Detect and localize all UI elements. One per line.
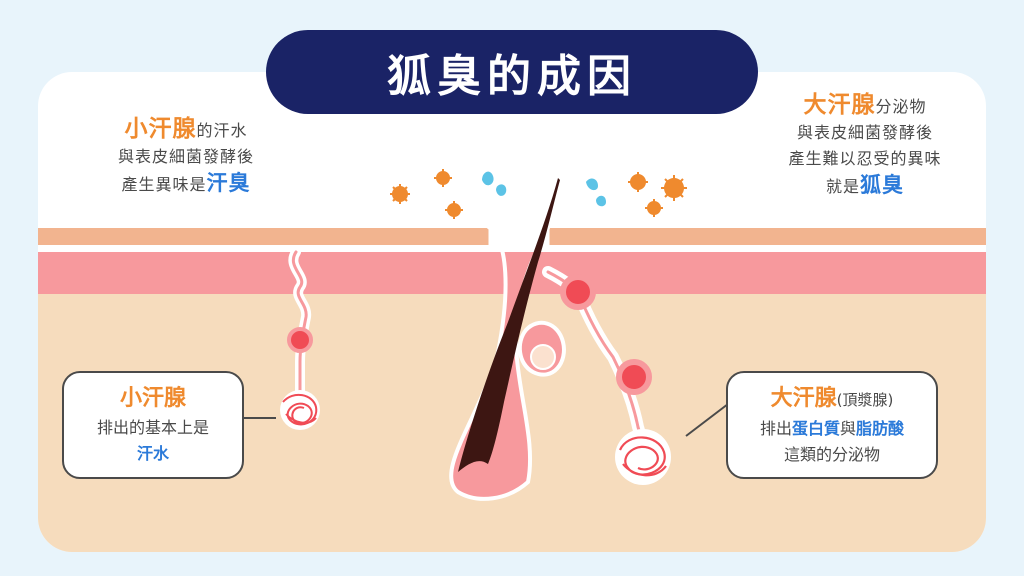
eccrine-gland-coil [280,390,320,430]
apocrine-caption-line2: 與表皮細菌發酵後 [796,123,933,142]
eccrine-box-line1: 排出的基本上是 [96,418,209,437]
apocrine-box-title: 大汗腺 [770,386,837,411]
apocrine-box-title-row: 大汗腺(頂漿腺) [728,383,936,416]
apocrine-box-title-note: (頂漿腺) [836,391,894,409]
apocrine-caption: 大汗腺分泌物 與表皮細菌發酵後 產生難以忍受的異味 就是狐臭 [750,92,980,200]
apocrine-box-line2: 這類的分泌物 [783,445,880,464]
sebaceous-core [530,344,556,370]
bacteria-spikes [390,169,687,219]
apocrine-caption-line4-prefix: 就是 [825,177,860,196]
eccrine-caption-line2: 與表皮細菌發酵後 [117,147,254,166]
apocrine-caption-line3: 產生難以忍受的異味 [788,149,942,168]
eccrine-caption-rest: 的汗水 [196,121,248,140]
page-title: 狐臭的成因 [266,30,758,114]
sweat-drop-icon [482,171,606,207]
apocrine-caption-highlight: 大汗腺 [803,92,876,118]
eccrine-gland-node [287,327,313,353]
eccrine-caption: 小汗腺的汗水 與表皮細菌發酵後 產生異味是汗臭 [76,116,296,198]
apocrine-gland-coil [615,429,671,485]
apocrine-box-mid: 與 [840,419,857,438]
apocrine-gland-node-1 [560,274,596,310]
hair-shaft [458,178,560,472]
apocrine-box-line1: 排出蛋白質與脂肪酸 [728,416,936,442]
apocrine-caption-rest: 分泌物 [875,97,927,116]
apocrine-box-hl1: 蛋白質 [791,419,840,438]
eccrine-box-line2: 汗水 [136,444,169,463]
apocrine-gland-node-2 [616,359,652,395]
eccrine-caption-line3-highlight: 汗臭 [206,171,251,195]
eccrine-box-title: 小汗腺 [119,386,186,411]
apocrine-box-prefix: 排出 [759,419,792,438]
eccrine-caption-highlight: 小汗腺 [124,116,197,142]
diagram-card: 小汗腺的汗水 與表皮細菌發酵後 產生異味是汗臭 大汗腺分泌物 與表皮細菌發酵後 … [38,72,986,552]
apocrine-caption-line4-highlight: 狐臭 [860,173,904,197]
right-pointer [685,403,729,437]
eccrine-caption-line3-prefix: 產生異味是 [121,175,207,194]
apocrine-box-hl2: 脂肪酸 [856,419,905,438]
apocrine-label-box: 大汗腺(頂漿腺) 排出蛋白質與脂肪酸 這類的分泌物 [726,371,938,479]
eccrine-label-box: 小汗腺 排出的基本上是 汗水 [62,371,244,479]
